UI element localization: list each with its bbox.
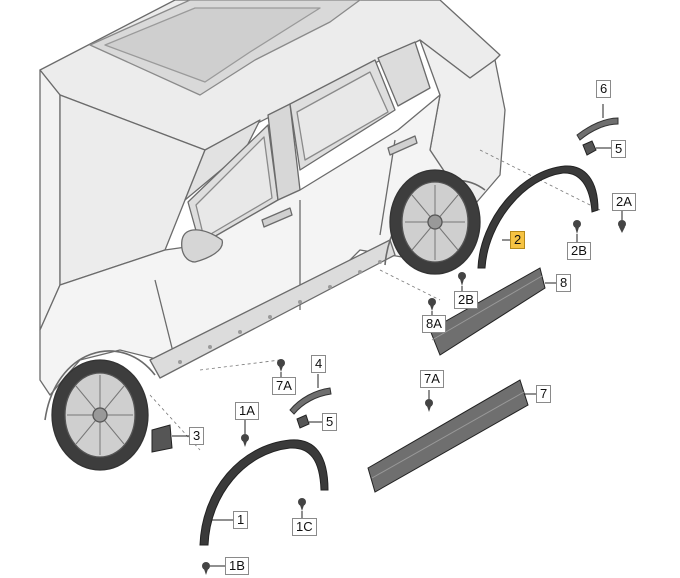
part-2B-screw-lower xyxy=(458,272,466,286)
part-7A-clip-right xyxy=(425,399,433,412)
callout-6: 6 xyxy=(596,80,612,98)
callout-7A-right: 7A xyxy=(420,370,444,388)
part-2B-screw-upper xyxy=(573,220,581,234)
part-1C-screw xyxy=(298,498,306,511)
callout-1A: 1A xyxy=(235,402,259,420)
part-4-trim-strip xyxy=(289,387,332,415)
callout-2-highlighted: 2 xyxy=(510,231,526,249)
callout-5-lower: 5 xyxy=(322,413,338,431)
callout-7: 7 xyxy=(536,385,552,403)
part-1B-screw xyxy=(202,562,210,575)
callout-2B-upper: 2B xyxy=(567,242,591,260)
callout-8A: 8A xyxy=(422,315,446,333)
callout-4: 4 xyxy=(311,355,327,373)
leader-lines xyxy=(172,104,623,567)
part-2-rear-arch-trim xyxy=(477,165,599,269)
part-5-clip-lower xyxy=(296,414,310,429)
part-3-bracket xyxy=(151,424,173,453)
part-8-door-moulding xyxy=(429,267,546,356)
callout-1B: 1B xyxy=(225,557,249,575)
vehicle-illustration xyxy=(39,0,506,471)
callout-5-upper: 5 xyxy=(611,140,627,158)
callout-3: 3 xyxy=(189,427,205,445)
callout-8: 8 xyxy=(556,274,572,292)
callout-1: 1 xyxy=(233,511,249,529)
callout-2A: 2A xyxy=(612,193,636,211)
part-7A-clip-left xyxy=(277,359,285,372)
part-6-trim-strip xyxy=(576,117,619,141)
part-1-front-arch-trim xyxy=(199,439,329,546)
callout-1C: 1C xyxy=(292,518,317,536)
part-1A-screw xyxy=(241,434,249,447)
part-8A-clip xyxy=(428,298,436,311)
callout-2B-lower: 2B xyxy=(454,291,478,309)
callout-7A-left: 7A xyxy=(272,377,296,395)
part-7-door-moulding xyxy=(367,379,529,493)
part-2A-screw xyxy=(618,220,626,233)
part-5-clip-upper xyxy=(582,140,597,156)
